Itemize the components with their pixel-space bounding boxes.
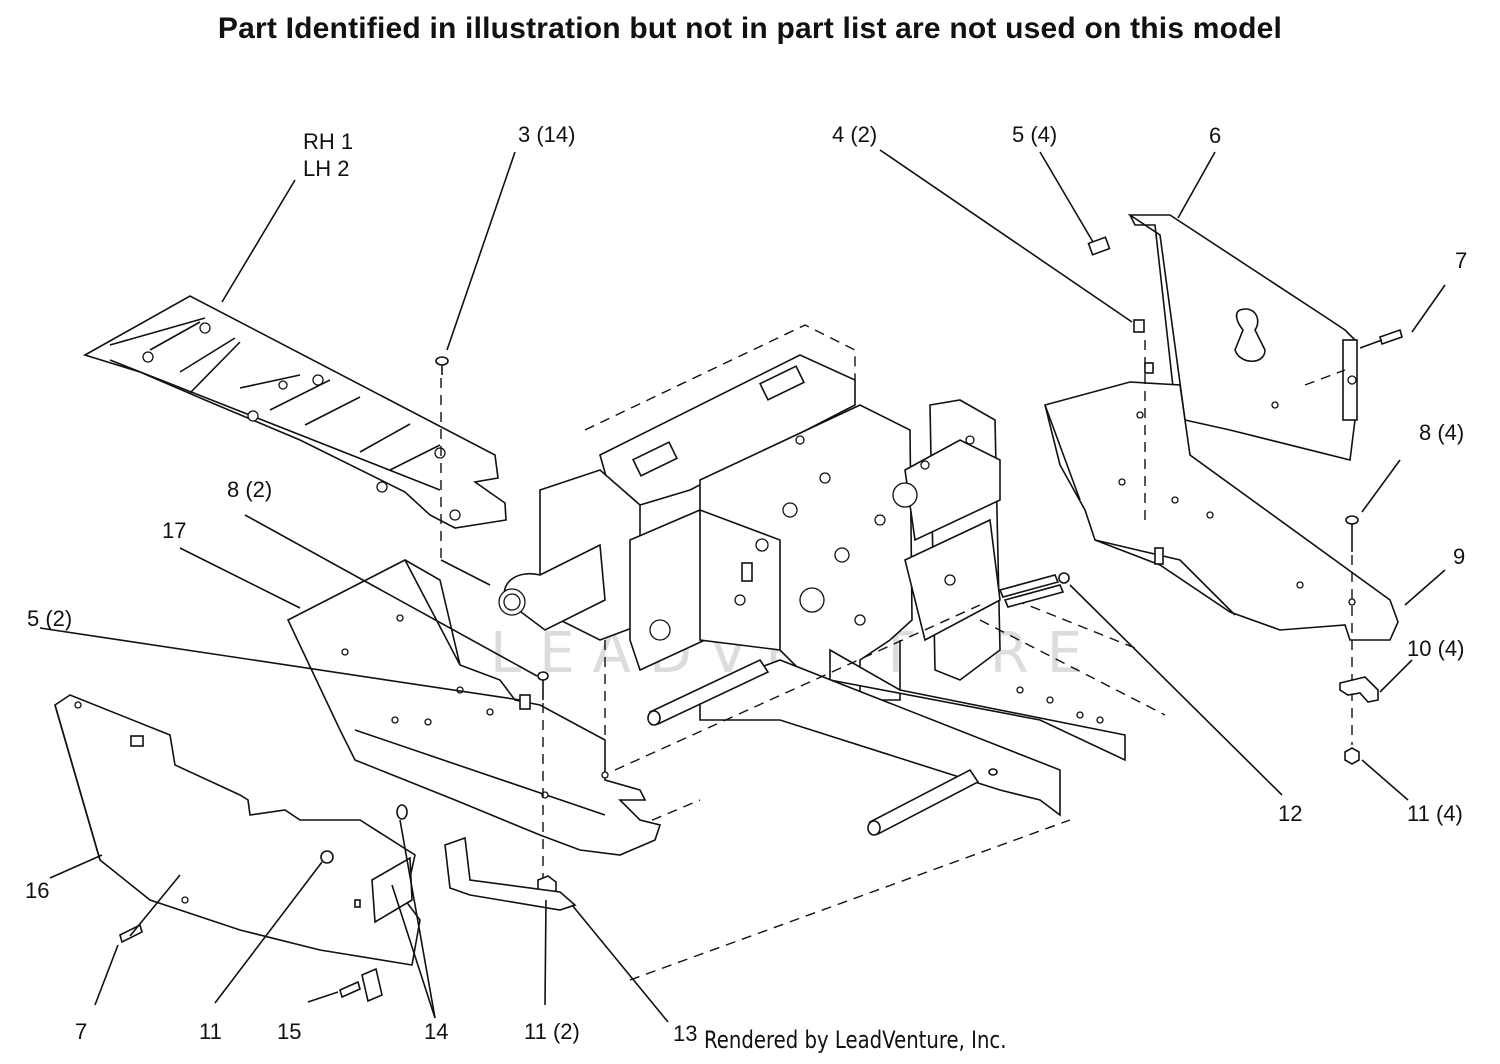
callout-8-right: 8 (4) xyxy=(1419,420,1464,445)
callout-4: 4 (2) xyxy=(832,122,877,147)
part-panel-6 xyxy=(1127,214,1358,461)
part-pin-3 xyxy=(435,356,491,586)
callout-labels: RH 1 LH 2 3 (14) 4 (2) 5 (4) 6 7 8 (4) 9… xyxy=(25,122,1467,1046)
callout-3: 3 (14) xyxy=(518,122,575,147)
callout-12: 12 xyxy=(1278,801,1302,826)
callout-8-left: 8 (2) xyxy=(227,477,272,502)
header-note: Part Identified in illustration but not … xyxy=(217,12,1283,45)
callout-17: 17 xyxy=(162,518,186,543)
callout-15: 15 xyxy=(277,1019,301,1044)
callout-14: 14 xyxy=(424,1019,448,1044)
part-footboard-mat xyxy=(82,295,507,529)
callout-11-center: 11 (2) xyxy=(524,1019,580,1044)
callout-5-left: 5 (2) xyxy=(27,606,72,631)
part-bracket-13 xyxy=(444,836,577,911)
callout-6: 6 xyxy=(1209,123,1221,148)
part-fasteners-right xyxy=(1339,515,1379,765)
part-clips-4-5 xyxy=(1087,236,1154,374)
callout-7-right: 7 xyxy=(1455,248,1467,273)
footer-credit: Rendered by LeadVenture, Inc. xyxy=(704,1026,1007,1054)
callout-13: 13 xyxy=(673,1021,697,1046)
part-panel-9 xyxy=(1044,340,1399,641)
callout-11-right: 11 (4) xyxy=(1407,801,1463,826)
leader-lines xyxy=(39,149,1446,1023)
callout-rh1: RH 1 xyxy=(303,129,353,154)
part-main-frame xyxy=(498,324,1166,981)
part-bolts-12 xyxy=(998,572,1070,608)
part-screw-7-right xyxy=(1359,328,1403,349)
callout-10: 10 (4) xyxy=(1407,636,1464,661)
callout-lh2: LH 2 xyxy=(303,156,349,181)
callout-7-left: 7 xyxy=(75,1019,87,1044)
part-fasteners-lower-left xyxy=(119,804,408,1003)
callout-11-left: 11 xyxy=(199,1019,222,1044)
callout-16: 16 xyxy=(25,878,49,903)
part-panel-16 xyxy=(54,694,421,966)
callout-5-top: 5 (4) xyxy=(1012,122,1057,147)
part-rods xyxy=(647,658,998,836)
callout-9: 9 xyxy=(1453,544,1465,569)
